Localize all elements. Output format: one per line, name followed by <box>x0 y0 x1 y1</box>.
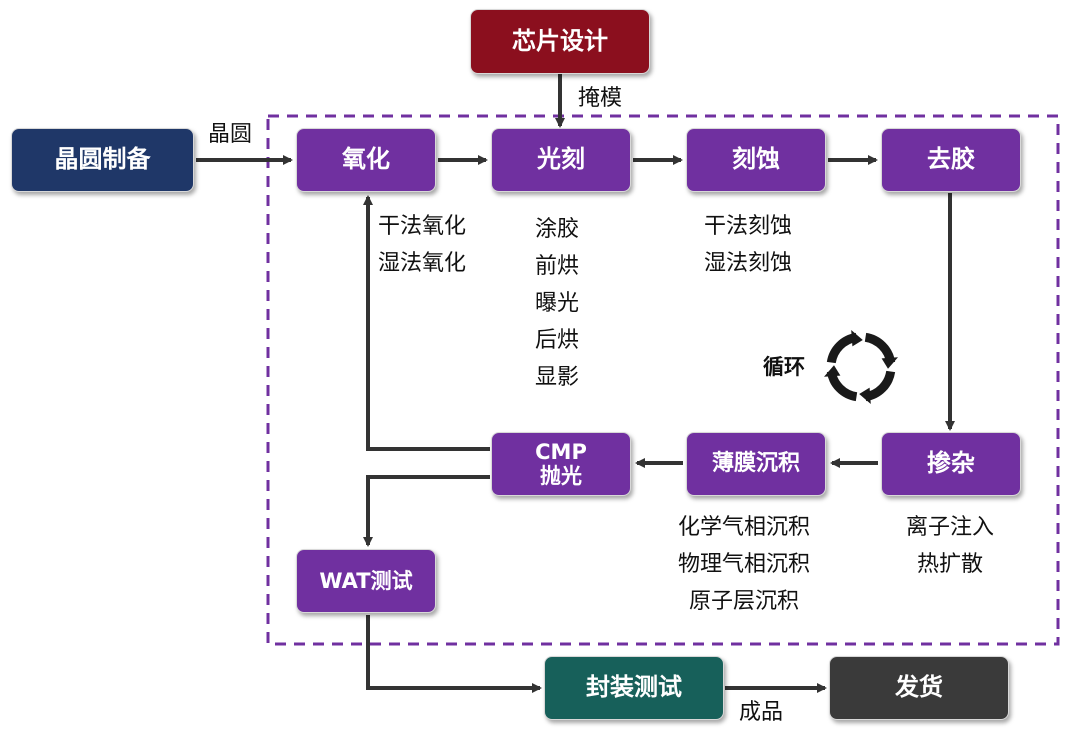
edge-label-wafer: 晶圆 <box>208 122 253 147</box>
node-cmp-polish: CMP 抛光 <box>491 432 631 496</box>
substep-item: 涂胶 <box>535 217 580 242</box>
substep-item: 热扩散 <box>917 552 984 577</box>
arrow-cmp-to-oxidation <box>363 195 490 451</box>
arrow-cmp-to-wat <box>363 475 490 547</box>
substep-item: 物理气相沉积 <box>678 552 811 577</box>
edge-label-mask: 掩模 <box>578 86 623 111</box>
node-strip: 去胶 <box>881 128 1021 192</box>
substeps-thin-film: 化学气相沉积 物理气相沉积 原子层沉积 <box>678 509 810 620</box>
arrow-wat-to-package <box>366 615 542 693</box>
substeps-etching: 干法刻蚀 湿法刻蚀 <box>704 208 792 282</box>
node-thin-film: 薄膜沉积 <box>686 432 826 496</box>
recycle-arrows-icon <box>824 330 898 404</box>
node-cmp-line1: CMP <box>535 439 587 464</box>
substep-item: 曝光 <box>535 291 580 316</box>
substeps-oxidation: 干法氧化 湿法氧化 <box>378 208 466 282</box>
node-etching: 刻蚀 <box>686 128 826 192</box>
substep-item: 干法氧化 <box>378 214 467 239</box>
substep-item: 湿法刻蚀 <box>704 251 793 276</box>
substeps-lithography: 涂胶 前烘 曝光 后烘 显影 <box>535 211 579 396</box>
node-wat-test: WAT测试 <box>296 549 436 613</box>
process-loop-boundary <box>266 114 1060 646</box>
substep-item: 化学气相沉积 <box>678 515 811 540</box>
node-wafer-prep: 晶圆制备 <box>11 128 194 192</box>
substep-item: 离子注入 <box>906 515 995 540</box>
node-oxidation: 氧化 <box>296 128 436 192</box>
substep-item: 后烘 <box>535 328 580 353</box>
node-cmp-line2: 抛光 <box>540 464 582 488</box>
substep-item: 干法刻蚀 <box>704 214 793 239</box>
substep-item: 显影 <box>535 365 580 390</box>
substeps-doping: 离子注入 热扩散 <box>906 509 994 583</box>
substep-item: 前烘 <box>535 254 580 279</box>
substep-item: 湿法氧化 <box>378 251 467 276</box>
node-package-test: 封装测试 <box>544 656 724 720</box>
edge-label-product: 成品 <box>739 700 784 725</box>
node-doping: 掺杂 <box>881 432 1021 496</box>
edge-label-cycle: 循环 <box>763 355 805 379</box>
node-shipping: 发货 <box>829 656 1009 720</box>
node-lithography: 光刻 <box>491 128 631 192</box>
substep-item: 原子层沉积 <box>689 589 800 614</box>
node-chip-design: 芯片设计 <box>470 9 650 74</box>
